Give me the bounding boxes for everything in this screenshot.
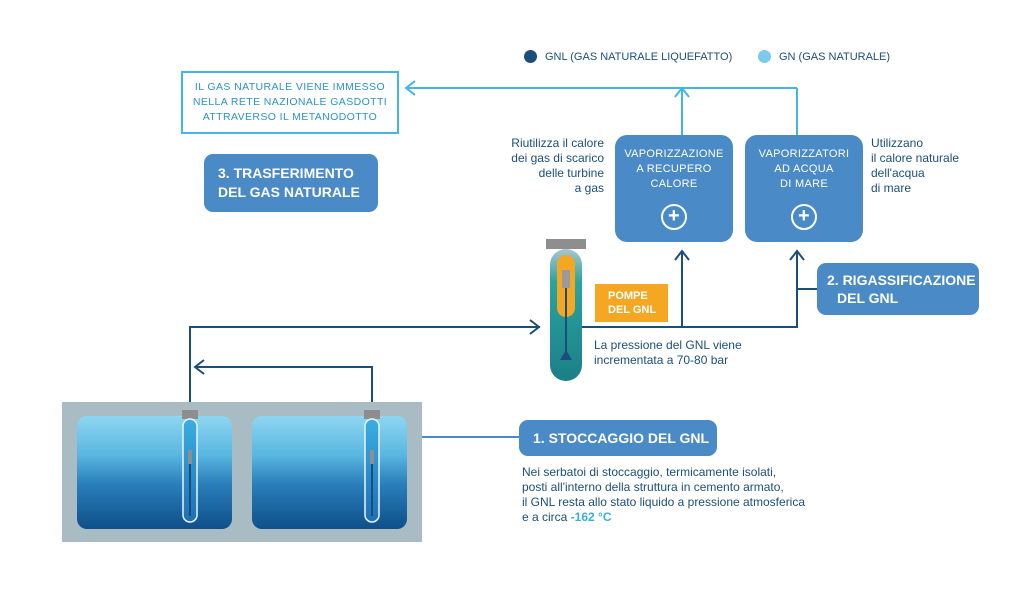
note-heat-line4: a gas: [574, 181, 604, 195]
plus-circle-icon[interactable]: +: [661, 204, 687, 230]
storage-tanks: [62, 402, 422, 542]
pipeline-box-line3: ATTRAVERSO IL METANODOTTO: [202, 111, 378, 123]
gn-legend-dot-icon: [758, 50, 771, 63]
storage-line4: e a circa -162 °C: [522, 510, 852, 525]
note-sea-line3: dell'acqua: [871, 166, 925, 180]
pressure-note: La pressione del GNL viene incrementata …: [594, 338, 794, 368]
lng-pump-icon: [546, 239, 586, 381]
storage-line4-prefix: e a circa: [522, 510, 571, 524]
pumps-line2: DEL GNL: [608, 304, 657, 316]
vaporizer-sea-line1: VAPORIZZATORI: [758, 148, 850, 160]
storage-line1: Nei serbatoi di stoccaggio, termicamente…: [522, 465, 777, 479]
vaporizer-sea-line3: DI MARE: [780, 178, 828, 190]
vaporizer-sea-water: VAPORIZZATORI AD ACQUA DI MARE +: [745, 135, 863, 242]
note-sea-water: Utilizzano il calore naturale dell'acqua…: [871, 136, 1011, 196]
step3-label: 3. TRASFERIMENTO DEL GAS NATURALE: [204, 154, 378, 212]
gn-arrowheads: [404, 80, 690, 98]
legend-gn: GN (GAS NATURALE): [758, 50, 890, 63]
storage-line2: posti all'interno della struttura in cem…: [522, 480, 784, 494]
step3-line1: 3. TRASFERIMENTO: [218, 165, 354, 181]
vaporizer-heat-line3: CALORE: [650, 178, 698, 190]
vaporizer-heat-line1: VAPORIZZAZIONE: [624, 148, 724, 160]
note-heat-line3: delle turbine: [538, 166, 604, 180]
pumps-label: POMPE DEL GNL: [595, 284, 668, 322]
step3-line2: DEL GAS NATURALE: [218, 184, 360, 200]
pipeline-box-line1: IL GAS NATURALE VIENE IMMESSO: [194, 81, 386, 93]
note-sea-line1: Utilizzano: [871, 136, 924, 150]
step1-label: 1. STOCCAGGIO DEL GNL: [519, 420, 717, 456]
storage-note: Nei serbatoi di stoccaggio, termicamente…: [522, 465, 852, 525]
pressure-line2: incrementata a 70-80 bar: [594, 353, 729, 367]
vaporizer-heat-recovery: VAPORIZZAZIONE A RECUPERO CALORE +: [615, 135, 733, 242]
vaporizer-sea-line2: AD ACQUA: [774, 163, 834, 175]
step2-label: 2. RIGASSIFICAZIONE DEL GNL: [817, 263, 979, 315]
note-heat-line2: dei gas di scarico: [511, 151, 604, 165]
plus-circle-icon[interactable]: +: [791, 204, 817, 230]
storage-line3: il GNL resta allo stato liquido a pressi…: [522, 495, 806, 509]
note-heat-line1: Riutilizza il calore: [511, 136, 604, 150]
note-heat-recovery: Riutilizza il calore dei gas di scarico …: [480, 136, 604, 196]
vaporizer-heat-line2: A RECUPERO: [636, 163, 712, 175]
note-sea-line4: di mare: [871, 181, 912, 195]
pressure-line1: La pressione del GNL viene: [594, 338, 742, 352]
pipeline-box-line2: NELLA RETE NAZIONALE GASDOTTI: [192, 96, 388, 108]
note-sea-line2: il calore naturale: [871, 151, 960, 165]
step2-line2: DEL GNL: [837, 290, 899, 306]
legend-gn-label: GN (GAS NATURALE): [779, 50, 891, 63]
gnl-legend-dot-icon: [524, 50, 537, 63]
storage-temperature: -162 °C: [570, 510, 612, 524]
legend-gnl-label: GNL (GAS NATURALE LIQUEFATTO): [545, 50, 733, 63]
pipeline-box: IL GAS NATURALE VIENE IMMESSO NELLA RETE…: [181, 71, 399, 134]
gnl-lines: [189, 252, 798, 412]
step2-line1: 2. RIGASSIFICAZIONE: [827, 272, 976, 288]
step1-text: 1. STOCCAGGIO DEL GNL: [533, 430, 710, 446]
gn-return-line: [408, 87, 798, 135]
pumps-line1: POMPE: [608, 290, 648, 302]
gnl-arrowheads: [193, 249, 805, 375]
legend-gnl: GNL (GAS NATURALE LIQUEFATTO): [524, 50, 732, 63]
